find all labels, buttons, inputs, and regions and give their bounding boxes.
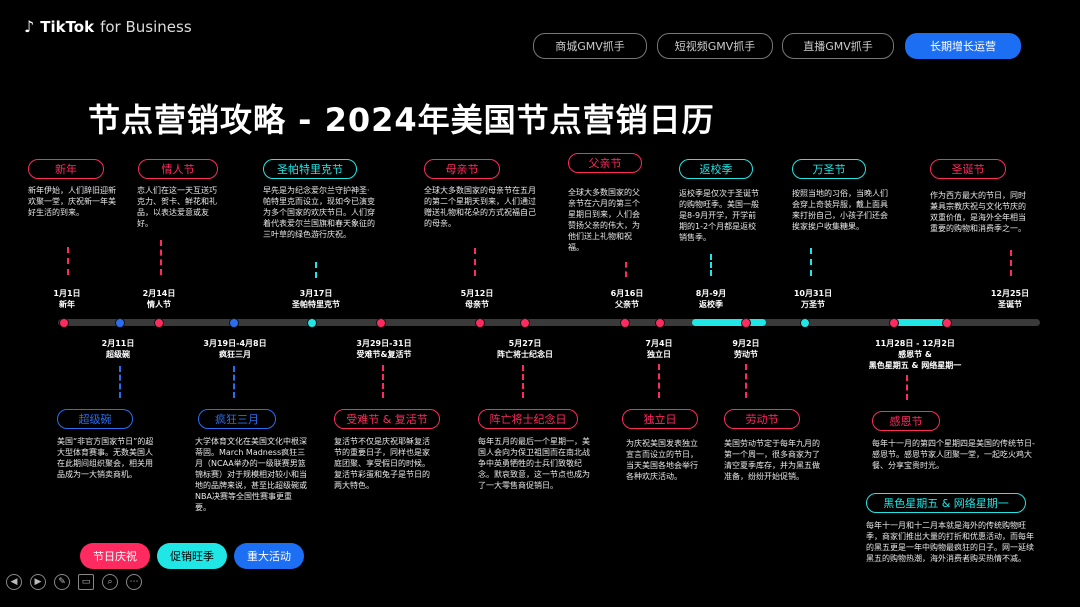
tab-mall-gmv[interactable]: 商城GMV抓手 (533, 33, 647, 59)
event-pill-memorial-day: 阵亡将士纪念日 (478, 409, 578, 429)
connector-back-to-school (710, 254, 712, 276)
tab-live-gmv[interactable]: 直播GMV抓手 (782, 33, 894, 59)
timeline-dot-thanksgiving (889, 318, 899, 328)
date-fathers-day: 6月16日父亲节 (610, 289, 644, 309)
event-pill-labor-day: 劳动节 (724, 409, 800, 429)
timeline-dot-super-bowl (115, 318, 125, 328)
event-pill-super-bowl: 超级碗 (57, 409, 133, 429)
event-desc-black-friday-cyber-monday: 每年十一月和十二月本就是海外的传统购物旺季，商家们推出大量的打折和优惠活动，而每… (866, 521, 1034, 563)
event-desc-easter: 复活节不仅是庆祝耶稣复活节的重要日子，同样也是家庭团聚、享受假日的时候。复活节彩… (334, 437, 430, 490)
event-desc-christmas: 作为西方最大的节日，同时兼具宗教庆祝与文化节庆的双重价值，是海外全年相当重要的购… (930, 191, 1026, 233)
timeline-dot-memorial-day (520, 318, 530, 328)
date-halloween: 10月31日万圣节 (793, 289, 833, 309)
connector-easter (382, 365, 384, 398)
event-desc-st-patricks: 早先是为纪念爱尔兰守护神圣·帕特里克而设立，现如今已演变为多个国家的欢庆节日。人… (263, 186, 375, 239)
timeline-dot-st-patricks (307, 318, 317, 328)
event-pill-st-patricks: 圣帕特里克节 (263, 159, 357, 179)
date-independence-day: 7月4日独立日 (645, 339, 673, 359)
connector-labor-day (745, 364, 747, 398)
event-pill-fathers-day: 父亲节 (568, 153, 642, 173)
timeline-promo-back-to-school (692, 319, 766, 326)
connector-mothers-day (474, 248, 476, 276)
next-icon[interactable]: ▶ (30, 574, 46, 590)
date-memorial-day: 5月27日阵亡将士纪念日 (497, 339, 553, 359)
connector-super-bowl (119, 366, 121, 398)
connector-valentines (160, 240, 162, 275)
connector-halloween (810, 248, 812, 276)
connector-new-year (67, 247, 69, 275)
event-pill-independence-day: 独立日 (622, 409, 698, 429)
connector-independence-day (658, 364, 660, 398)
brand-logo-text: TikTok (40, 17, 95, 36)
connector-march-madness (233, 366, 235, 398)
date-valentines: 2月14日情人节 (142, 289, 176, 309)
date-christmas: 12月25日圣诞节 (990, 289, 1030, 309)
timeline-dot-fathers-day (620, 318, 630, 328)
connector-memorial-day (522, 365, 524, 398)
date-march-madness: 3月19日-4月8日疯狂三月 (203, 339, 267, 359)
date-super-bowl: 2月11日超级碗 (101, 339, 135, 359)
timeline-dot-independence-day (655, 318, 665, 328)
tiktok-logo-icon: ♪ (24, 17, 35, 36)
event-pill-valentines: 情人节 (138, 159, 218, 179)
event-desc-thanksgiving: 每年十一月的第四个星期四是美国的传统节日-感恩节。感恩节家人团聚一堂，一起吃火鸡… (872, 439, 1035, 470)
event-pill-black-friday-cyber-monday: 黑色星期五 & 网络星期一 (866, 493, 1026, 513)
magnifier-icon[interactable]: ⌕ (102, 574, 118, 590)
presentation-toolbar: ◀ ▶ ✎ ▭ ⌕ ⋯ (6, 574, 142, 590)
date-st-patricks: 3月17日圣帕特里克节 (292, 289, 340, 309)
date-thanksgiving: 11月28日 - 12月2日感恩节 &黑色星期五 & 网络星期一 (868, 339, 962, 370)
event-desc-independence-day: 为庆祝美国发表独立宣言而设立的节日，当天美国各地会举行各种欢庆活动。 (626, 439, 698, 481)
legend-promo-season: 促销旺季 (157, 543, 227, 569)
event-desc-labor-day: 美国劳动节定于每年九月的第一个周一，很多商家为了清空夏季库存，并为黑五做准备，纷… (724, 439, 820, 481)
timeline-dot-christmas (942, 318, 952, 328)
date-labor-day: 9月2日劳动节 (732, 339, 760, 359)
connector-christmas (1010, 250, 1012, 276)
event-desc-halloween: 按照当地的习俗，当晚人们会穿上奇装异服，戴上面具来打扮自己，小孩子们还会挨家挨户… (792, 189, 888, 231)
screen-icon[interactable]: ▭ (78, 574, 94, 590)
connector-fathers-day (625, 262, 627, 277)
event-pill-mothers-day: 母亲节 (424, 159, 500, 179)
timeline-dot-mothers-day (475, 318, 485, 328)
page-title: 节点营销攻略 - 2024年美国节点营销日历 (88, 101, 715, 139)
timeline-dot-halloween (800, 318, 810, 328)
tab-long-term-growth[interactable]: 长期增长运营 (905, 33, 1021, 59)
date-mothers-day: 5月12日母亲节 (460, 289, 494, 309)
event-pill-christmas: 圣诞节 (930, 159, 1006, 179)
date-new-year: 1月1日新年 (53, 289, 81, 309)
event-desc-super-bowl: 美国“非官方国家节日”的超大型体育赛事。无数美国人在此期间组织聚会，相关用品成为… (57, 437, 154, 479)
event-desc-back-to-school: 返校季是仅次于圣诞节的购物旺季。美国一般是8-9月开学，开学前期的1-2个月都是… (679, 189, 759, 242)
timeline-promo-black-friday (893, 319, 951, 326)
event-desc-fathers-day: 全球大多数国家的父亲节在六月的第三个星期日到来，人们会赞扬父亲的伟大，为他们送上… (568, 188, 640, 252)
brand: ♪ TikTok for Business (24, 17, 192, 36)
timeline-dot-march-madness (229, 318, 239, 328)
event-pill-new-year: 新年 (28, 159, 104, 179)
brand-suffix: for Business (100, 17, 192, 36)
timeline-dot-labor-day (741, 318, 751, 328)
timeline-dot-new-year (59, 318, 69, 328)
more-icon[interactable]: ⋯ (126, 574, 142, 590)
event-desc-march-madness: 大学体育文化在美国文化中根深蒂固。March Madness疯狂三月（NCAA举… (195, 437, 307, 512)
date-easter: 3月29日-31日受难节&复活节 (356, 339, 412, 359)
event-desc-mothers-day: 全球大多数国家的母亲节在五月的第二个星期天到来，人们通过赠送礼物和花朵的方式祝福… (424, 186, 536, 228)
pen-icon[interactable]: ✎ (54, 574, 70, 590)
event-pill-march-madness: 疯狂三月 (198, 409, 276, 429)
event-pill-back-to-school: 返校季 (679, 159, 753, 179)
timeline-track (58, 319, 1040, 326)
legend-festival: 节日庆祝 (80, 543, 150, 569)
tab-short-video-gmv[interactable]: 短视频GMV抓手 (657, 33, 773, 59)
connector-st-patricks (315, 262, 317, 278)
event-pill-halloween: 万圣节 (792, 159, 866, 179)
event-desc-new-year: 新年伊始，人们辞旧迎新欢聚一堂，庆祝新一年美好生活的到来。 (28, 186, 116, 217)
event-desc-valentines: 恋人们在这一天互送巧克力、贺卡、鲜花和礼品，以表达爱意或友好。 (137, 186, 217, 228)
prev-icon[interactable]: ◀ (6, 574, 22, 590)
legend-major-event: 重大活动 (234, 543, 304, 569)
date-back-to-school: 8月-9月返校季 (695, 289, 727, 309)
event-pill-thanksgiving: 感恩节 (872, 411, 940, 431)
connector-thanksgiving (906, 375, 908, 400)
timeline-dot-valentines (154, 318, 164, 328)
event-pill-easter: 受难节 & 复活节 (334, 409, 440, 429)
timeline-dot-easter (376, 318, 386, 328)
event-desc-memorial-day: 每年五月的最后一个星期一，美国人会向为保卫祖国而在南北战争中英勇牺牲的士兵们致敬… (478, 437, 590, 490)
